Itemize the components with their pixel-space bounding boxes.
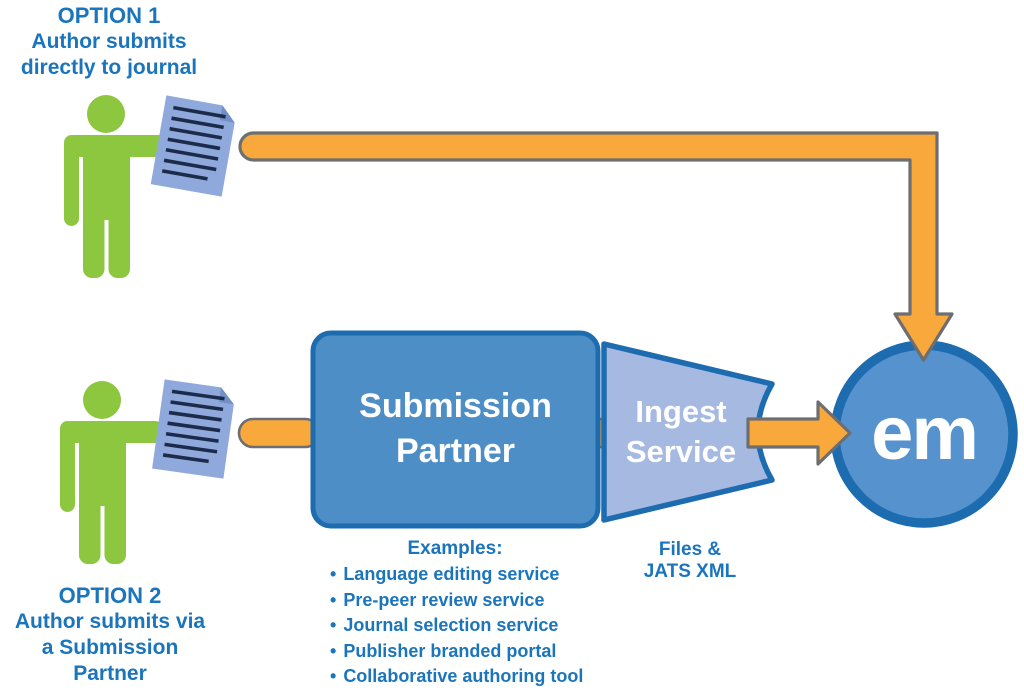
- em-label: em: [871, 391, 979, 476]
- option1-title: OPTION 1: [57, 3, 161, 28]
- bullet-icon: •: [330, 615, 337, 635]
- manuscript-icon-option1: [150, 95, 238, 197]
- option1-subtitle-line1: Author submits: [31, 30, 187, 53]
- option2-subtitle-line1: Author submits via: [14, 610, 206, 633]
- option1-subtitle-line2: directly to journal: [20, 56, 198, 79]
- example-item-label: Language editing service: [343, 564, 560, 584]
- manuscript-icon-option2: [152, 379, 236, 479]
- example-item-label: Pre-peer review service: [343, 589, 545, 610]
- submission-partner-label: Submission Partner: [359, 387, 552, 470]
- bullet-icon: •: [330, 564, 337, 584]
- option2-subtitle-line2: a Submission Partner: [41, 636, 179, 685]
- examples-list: • Language editing service • Pre-peer re…: [330, 562, 583, 690]
- ingest-service-label: Ingest Service: [625, 394, 737, 469]
- direct-submission-arrow: [238, 131, 954, 362]
- ingest-output-line1: Files &: [658, 539, 722, 560]
- example-item: • Language editing service: [330, 562, 583, 588]
- author-icon-option2: [60, 381, 166, 564]
- example-item: • Journal selection service: [330, 613, 583, 639]
- bullet-icon: •: [330, 589, 337, 610]
- example-item: • Collaborative authoring tool: [330, 664, 583, 690]
- ingest-output-caption: Files & JATS XML: [610, 539, 770, 583]
- bullet-icon: •: [330, 640, 337, 661]
- examples-heading: Examples:: [407, 538, 503, 559]
- example-item-label: Publisher branded portal: [343, 640, 557, 661]
- ingest-output-line2: JATS XML: [643, 561, 737, 582]
- submission-partner-node: [310, 330, 601, 529]
- ingest-to-em-arrow: [746, 400, 852, 466]
- example-item-label: Journal selection service: [343, 615, 559, 635]
- option2-title: OPTION 2: [58, 583, 162, 608]
- option2-caption: OPTION 2 Author submits via a Submission…: [3, 582, 217, 687]
- flow-connector-author2-to-partner: [237, 417, 321, 449]
- example-item: • Pre-peer review service: [330, 588, 583, 614]
- bullet-icon: •: [330, 666, 337, 686]
- example-item-label: Collaborative authoring tool: [343, 666, 584, 686]
- author-icon-option1: [64, 95, 170, 278]
- example-item: • Publisher branded portal: [330, 639, 583, 665]
- option1-caption: OPTION 1 Author submits directly to jour…: [6, 2, 212, 81]
